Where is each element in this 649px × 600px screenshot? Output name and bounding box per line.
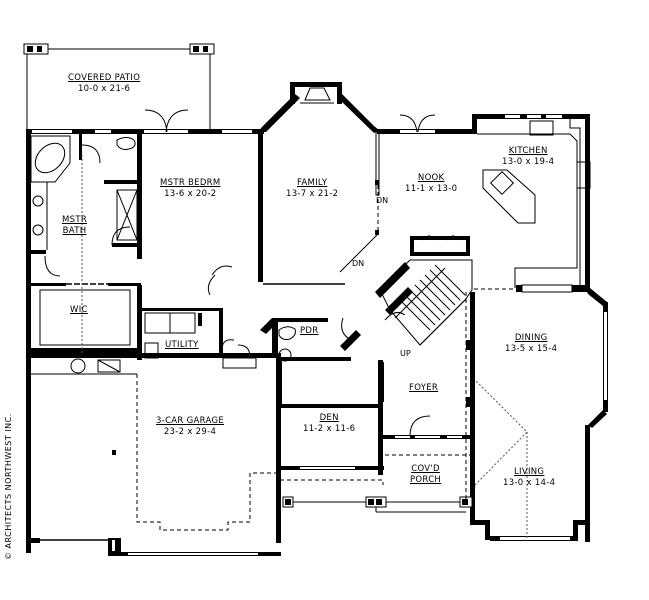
room-garage: 3-CAR GARAGE 23-2 x 29-4: [156, 416, 224, 438]
copyright-notice: © ARCHITECTS NORTHWEST INC.: [4, 413, 13, 560]
room-utility: UTILITY: [165, 340, 199, 351]
room-den: DEN 11-2 x 11-6: [303, 413, 355, 435]
stair-down-label-family: DN: [376, 196, 389, 205]
room-name: FAMILY: [296, 178, 328, 188]
room-dimensions: 11-2 x 11-6: [303, 424, 356, 434]
room-dining: DINING 13-5 x 15-4: [505, 333, 557, 355]
room-name: MSTR BEDRM: [160, 178, 221, 188]
room-name: WIC: [70, 305, 88, 315]
room-name-line2: PORCH: [410, 475, 442, 485]
room-name: FOYER: [409, 383, 439, 393]
room-dimensions: 13-5 x 15-4: [505, 344, 558, 354]
room-wic: WIC: [70, 305, 88, 316]
room-dimensions: 13-0 x 19-4: [502, 157, 555, 167]
stair-up-label: UP: [400, 349, 411, 358]
room-dimensions: 13-6 x 20-2: [164, 189, 217, 199]
room-name: LIVING: [514, 467, 545, 477]
room-dimensions: 11-1 x 13-0: [405, 184, 458, 194]
room-name-line1: COV'D: [411, 464, 440, 474]
room-name: DINING: [514, 333, 548, 343]
room-kitchen: KITCHEN 13-0 x 19-4: [502, 146, 554, 168]
room-dimensions: 10-0 x 21-6: [77, 84, 131, 94]
room-name: 3-CAR GARAGE: [156, 416, 225, 426]
room-covd-porch: COV'D PORCH: [410, 464, 441, 486]
room-covered-patio: COVERED PATIO 10-0 x 21-6: [68, 73, 140, 95]
room-family: FAMILY 13-7 x 21-2: [286, 178, 338, 200]
room-living: LIVING 13-0 x 14-4: [503, 467, 555, 489]
room-nook: NOOK 11-1 x 13-0: [405, 173, 457, 195]
room-name: PDR: [300, 326, 319, 336]
room-name: NOOK: [417, 173, 445, 183]
room-name: KITCHEN: [508, 146, 548, 156]
room-foyer: FOYER: [409, 383, 438, 394]
interior-walls: [26, 119, 591, 540]
room-pdr: PDR: [300, 326, 318, 337]
exterior-walls: [26, 82, 608, 556]
room-name: COVERED PATIO: [68, 73, 141, 83]
room-mstr-bedrm: MSTR BEDRM 13-6 x 20-2: [160, 178, 221, 200]
room-name: DEN: [319, 413, 339, 423]
room-mstr-bath: MSTR BATH: [62, 215, 87, 237]
stair-down-label-diagonal: DN: [352, 259, 365, 268]
room-dimensions: 13-7 x 21-2: [286, 189, 339, 199]
room-dimensions: 23-2 x 29-4: [163, 427, 217, 437]
covered-patio-outline: [23, 43, 215, 130]
room-name-line2: BATH: [62, 226, 87, 236]
door-swings: [44, 109, 436, 437]
room-name: UTILITY: [165, 340, 199, 350]
room-dimensions: 13-0 x 14-4: [503, 478, 556, 488]
room-name-line1: MSTR: [62, 215, 88, 225]
